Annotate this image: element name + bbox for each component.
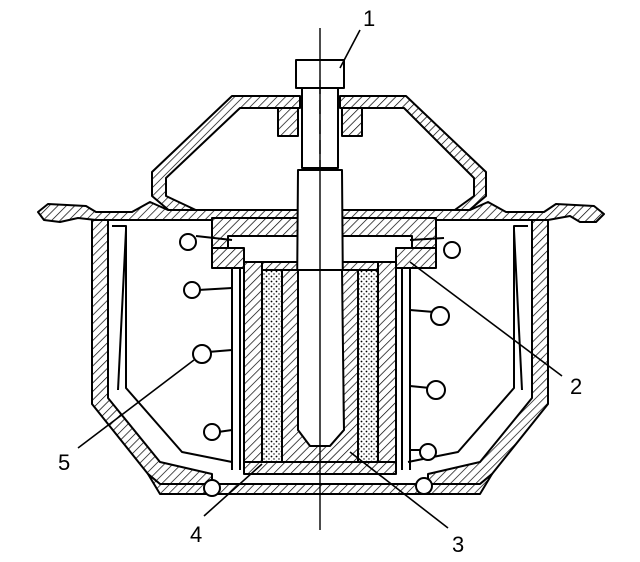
leader-5 [77,359,195,449]
spring-left [179,233,233,497]
upper-nut-left [277,107,299,137]
leader-4 [203,463,263,517]
label-4: 4 [190,522,202,547]
leader-3 [349,451,449,529]
label-2: 2 [570,374,582,399]
upper-nut-right [341,107,363,137]
spring-right [409,237,461,495]
cylinder-wall-right [377,261,397,471]
balloon-housing-right [401,268,411,470]
inner-frame-right [407,225,528,463]
label-5: 5 [58,450,70,475]
leader-1 [339,29,361,69]
rubber-sleeve [281,269,359,463]
cylinder-wall-left [243,261,263,471]
leader-2 [409,261,563,377]
inner-frame-diagonals [117,229,523,391]
balloon-housing-left [231,268,241,470]
wax-filling-left [261,269,283,463]
inner-frame [112,225,233,463]
label-3: 3 [452,532,464,557]
wax-filling-right [357,269,379,463]
label-1: 1 [363,6,375,31]
